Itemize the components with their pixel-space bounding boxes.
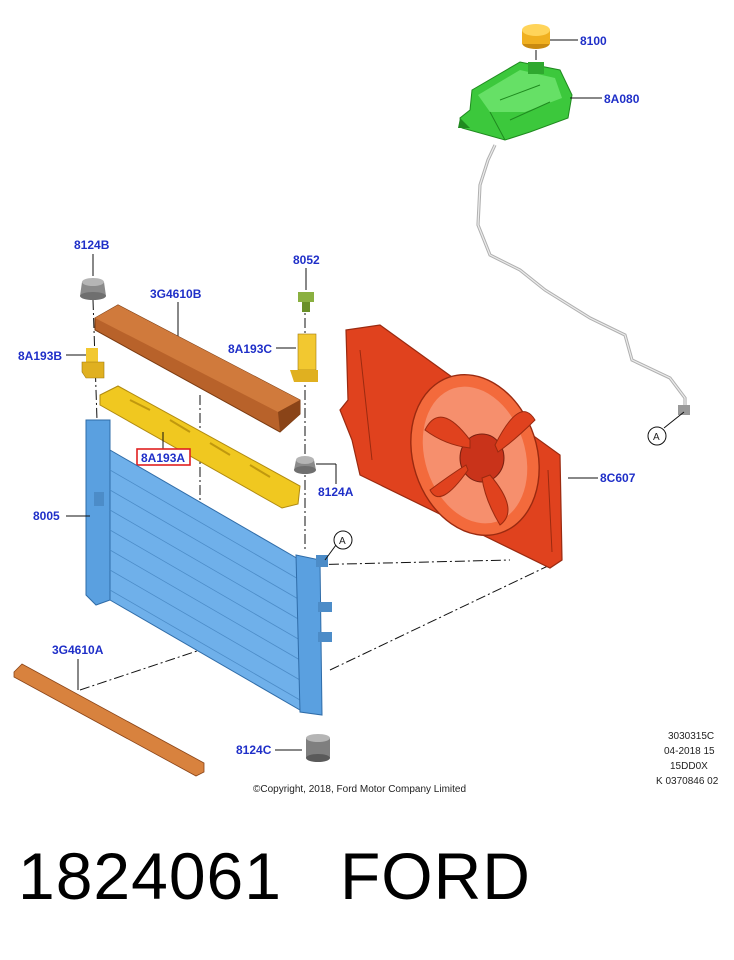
clip-8052 xyxy=(298,292,314,312)
part-number: 1824061 xyxy=(18,839,282,913)
expansion-reservoir xyxy=(458,61,573,141)
callout-3G4610A[interactable]: 3G4610A xyxy=(52,643,104,657)
callout-8A080[interactable]: 8A080 xyxy=(604,92,640,106)
callout-8052[interactable]: 8052 xyxy=(293,253,320,267)
footer: 1824061 FORD xyxy=(18,838,718,928)
highlight-box xyxy=(136,448,191,466)
grommet-lower xyxy=(306,734,330,762)
radiator xyxy=(85,419,332,716)
fan-shroud xyxy=(339,324,563,569)
brand-name: FORD xyxy=(339,839,531,913)
lower-foam-pad xyxy=(13,663,205,777)
callout-3G4610B[interactable]: 3G4610B xyxy=(150,287,202,301)
copyright: ©Copyright, 2018, Ford Motor Company Lim… xyxy=(253,784,466,795)
callout-8124C[interactable]: 8124C xyxy=(236,743,272,757)
ref-a-hose[interactable]: A xyxy=(653,432,660,443)
info-line-4: K 0370846 02 xyxy=(656,776,719,787)
grommet-upper-left xyxy=(80,278,106,300)
callout-8A193A[interactable]: 8A193A xyxy=(141,451,185,465)
parts-diagram: 8100 8A080 8124B 3G4610B 8052 8A193B 8A1… xyxy=(13,24,719,795)
bracket-left xyxy=(81,348,105,379)
info-line-3: 15DD0X xyxy=(670,761,708,772)
callout-8124A[interactable]: 8124A xyxy=(318,485,354,499)
callout-8100[interactable]: 8100 xyxy=(580,34,607,48)
bracket-right xyxy=(290,333,318,382)
info-line-1: 3030315C xyxy=(668,731,714,742)
upper-foam-pad xyxy=(94,304,301,433)
callout-8A193B[interactable]: 8A193B xyxy=(18,349,62,363)
callout-8A193C[interactable]: 8A193C xyxy=(228,342,272,356)
reservoir-cap xyxy=(522,24,550,49)
info-line-2: 04-2018 15 xyxy=(664,746,715,757)
callout-8005[interactable]: 8005 xyxy=(33,509,60,523)
ref-a-radiator[interactable]: A xyxy=(339,536,346,547)
callout-8C607[interactable]: 8C607 xyxy=(600,471,636,485)
grommet-right xyxy=(294,456,316,474)
air-seal xyxy=(99,385,301,509)
callout-8124B[interactable]: 8124B xyxy=(74,238,110,252)
hose-clip-icon xyxy=(678,405,690,415)
